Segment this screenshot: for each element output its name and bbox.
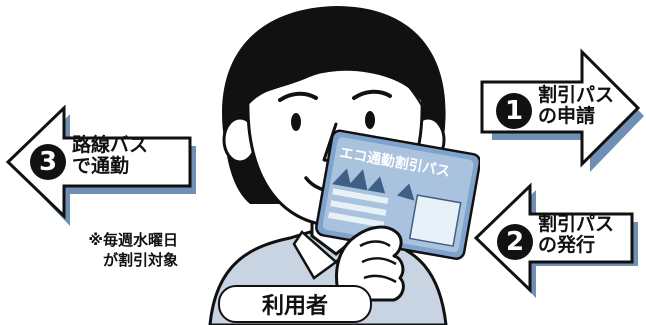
user-label: 利用者 [218, 285, 372, 323]
step2-label: 割引パス の発行 [538, 213, 615, 257]
step3-label: 路線バス で通勤 [72, 134, 149, 178]
step1-label-line2: の申請 [538, 105, 596, 128]
step1-number-badge: 1 [496, 93, 532, 129]
step2-arrow [473, 182, 638, 298]
step3-number-badge: 3 [30, 144, 66, 180]
step2-number-badge: 2 [497, 224, 533, 260]
step2-label-line1: 割引パス [538, 213, 615, 235]
step3-arrow [5, 104, 196, 226]
step1-label-line1: 割引パス [538, 84, 615, 106]
discount-day-note: ※毎週水曜日 が割引対象 [52, 230, 178, 271]
note-line2: が割引対象 [102, 251, 178, 270]
step2-label-line2: の発行 [538, 234, 596, 257]
step3-label-line2: で通勤 [72, 155, 130, 178]
step1-arrow [480, 48, 644, 172]
note-line1: ※毎週水曜日 [88, 231, 178, 249]
step3-label-line1: 路線バス [72, 134, 149, 156]
user-illustration: エコ通勤割引パス [208, 6, 480, 325]
step1-label: 割引パス の申請 [538, 84, 615, 128]
